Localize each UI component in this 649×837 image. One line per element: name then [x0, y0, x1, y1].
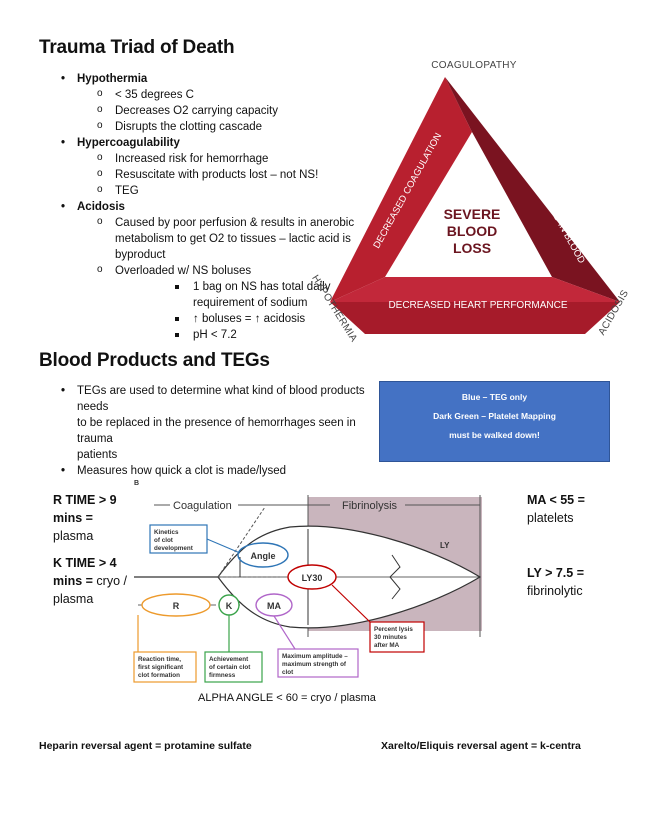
- ma-label: MA: [267, 601, 281, 611]
- svg-text:firmness: firmness: [209, 672, 236, 679]
- triangle-center-line3: LOSS: [453, 240, 491, 256]
- ly-threshold-label: LY > 7.5 = fibrinolytic: [527, 566, 584, 598]
- list-item: Measures how quick a clot is made/lysed: [39, 463, 384, 479]
- r-label: R: [173, 601, 180, 611]
- reaction-time-box: [133, 651, 197, 683]
- svg-text:maximum strength of: maximum strength of: [282, 661, 347, 668]
- teg-color-legend: Blue – TEG only Dark Green – Platelet Ma…: [379, 381, 610, 462]
- svg-text:Kinetics: Kinetics: [154, 529, 179, 536]
- svg-text:of certain clot: of certain clot: [209, 664, 251, 671]
- legend-line-blue: Blue – TEG only: [461, 392, 528, 402]
- k-label: K: [226, 601, 233, 611]
- triad-triangle-diagram: COAGULOPATHY SEVERE BLOOD LOSS DECREASED…: [309, 60, 631, 344]
- k-time-label: K TIME > 4 mins = cryo / plasma: [53, 556, 127, 606]
- list-item: Caused by poor perfusion & results in an…: [39, 214, 379, 263]
- teg-tracing-diagram: B Coagulation Fibrinolysis LY Angle LY30…: [133, 480, 482, 683]
- list-item: Acidosis: [39, 199, 379, 215]
- xarelto-reversal-note: Xarelto/Eliquis reversal agent = k-centr…: [381, 740, 581, 752]
- ly-region-label: LY: [440, 541, 450, 550]
- triangle-top-label: COAGULOPATHY: [431, 60, 516, 71]
- triangle-center-line1: SEVERE: [444, 206, 501, 222]
- triangle-left-bar: [330, 77, 472, 302]
- triangle-bottom-bar: [330, 302, 620, 334]
- r-ellipse: [141, 593, 211, 617]
- triangle-center-line2: BLOOD: [447, 223, 498, 239]
- legend-line-green: Dark Green – Platelet Mapping: [433, 411, 556, 421]
- ly30-ellipse: [287, 564, 337, 590]
- svg-text:Achievement: Achievement: [209, 656, 249, 663]
- list-item: Overloaded w/ NS boluses: [39, 262, 379, 279]
- angle-label: Angle: [250, 551, 275, 561]
- triad-outline: Hypothermia < 35 degrees C Decreases O2 …: [39, 71, 379, 343]
- section-title-triad: Trauma Triad of Death: [39, 37, 235, 58]
- achievement-box: [204, 651, 263, 683]
- legend-line-walked: must be walked down!: [449, 430, 540, 440]
- ly30-label: LY30: [302, 573, 323, 583]
- list-item: 1 bag on NS has total daily requirement …: [39, 279, 379, 311]
- svg-text:Reaction time,: Reaction time,: [138, 656, 181, 663]
- list-item: < 35 degrees C: [39, 86, 379, 103]
- svg-text:Maximum amplitude –: Maximum amplitude –: [282, 653, 348, 660]
- svg-text:after MA: after MA: [374, 642, 400, 649]
- svg-text:development: development: [154, 545, 194, 552]
- list-item: Resuscitate with products lost – not NS!: [39, 166, 379, 183]
- list-item: TEG: [39, 182, 379, 199]
- ma-threshold-label: MA < 55 = platelets: [527, 493, 585, 525]
- coagulation-header: Coagulation: [173, 500, 232, 512]
- max-amplitude-box: [277, 648, 359, 678]
- list-item: ↑ boluses = ↑ acidosis: [39, 311, 379, 327]
- r-time-label: R TIME > 9 mins = plasma: [53, 493, 117, 543]
- heparin-reversal-note: Heparin reversal agent = protamine sulfa…: [39, 740, 252, 752]
- section-title-blood-products: Blood Products and TEGs: [39, 350, 270, 371]
- angle-ellipse: [237, 542, 289, 568]
- list-item: Hypercoagulability: [39, 135, 379, 151]
- svg-text:30 minutes: 30 minutes: [374, 634, 407, 641]
- svg-text:of clot: of clot: [154, 537, 174, 544]
- percent-lysis-box: [369, 621, 425, 653]
- svg-text:Percent lysis: Percent lysis: [374, 626, 413, 633]
- alpha-angle-note: ALPHA ANGLE < 60 = cryo / plasma: [198, 692, 376, 704]
- list-item: TEGs are used to determine what kind of …: [39, 383, 384, 463]
- figure-letter: B: [134, 480, 139, 487]
- triangle-bottom-side-text: DECREASED HEART PERFORMANCE: [388, 300, 567, 311]
- list-item: pH < 7.2: [39, 327, 379, 343]
- list-item: Increased risk for hemorrhage: [39, 150, 379, 167]
- teg-bullets: TEGs are used to determine what kind of …: [39, 383, 384, 479]
- svg-text:clot formation: clot formation: [138, 672, 180, 679]
- list-item: Hypothermia: [39, 71, 379, 87]
- list-item: Decreases O2 carrying capacity: [39, 102, 379, 119]
- svg-text:clot: clot: [282, 669, 294, 676]
- fibrinolysis-header: Fibrinolysis: [342, 500, 398, 512]
- list-item: Disrupts the clotting cascade: [39, 118, 379, 135]
- kinetics-box: [149, 524, 208, 554]
- triangle-right-bar: [445, 77, 620, 302]
- svg-text:first significant: first significant: [138, 664, 184, 671]
